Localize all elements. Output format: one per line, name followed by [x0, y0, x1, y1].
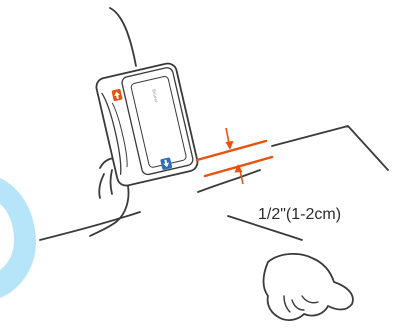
arrow-upper-head-icon — [226, 141, 234, 150]
upper-arm-outline — [110, 8, 136, 66]
measurement-label: 1/2"(1-2cm) — [258, 206, 341, 223]
forearm-upper-edge — [272, 126, 388, 170]
distance-indicator — [197, 128, 272, 184]
watermark-shape — [0, 178, 36, 298]
blood-pressure-cuff: Beurer — [95, 62, 200, 188]
hand-outline — [264, 254, 353, 320]
hand-finger-creases — [284, 296, 318, 312]
